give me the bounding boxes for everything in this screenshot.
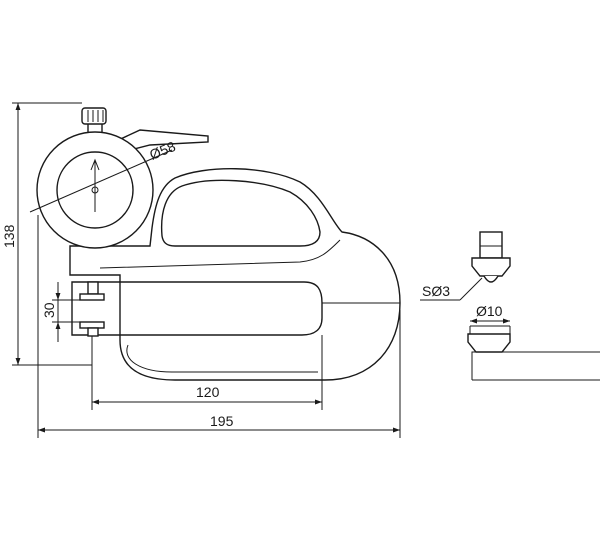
overall-height-label: 138 — [1, 224, 17, 248]
dimension-lines — [12, 102, 401, 438]
gauge-frame — [69, 168, 401, 381]
contact-point-label: SØ3 — [422, 283, 450, 299]
anvil-diameter-label: Ø10 — [476, 303, 503, 319]
contact-detail — [420, 231, 600, 381]
throat-depth-label: 120 — [196, 384, 220, 400]
throat-gap-label: 30 — [41, 302, 57, 318]
dial-indicator — [29, 107, 209, 249]
spindle-anvil — [79, 281, 105, 337]
overall-length-label: 195 — [210, 413, 234, 429]
